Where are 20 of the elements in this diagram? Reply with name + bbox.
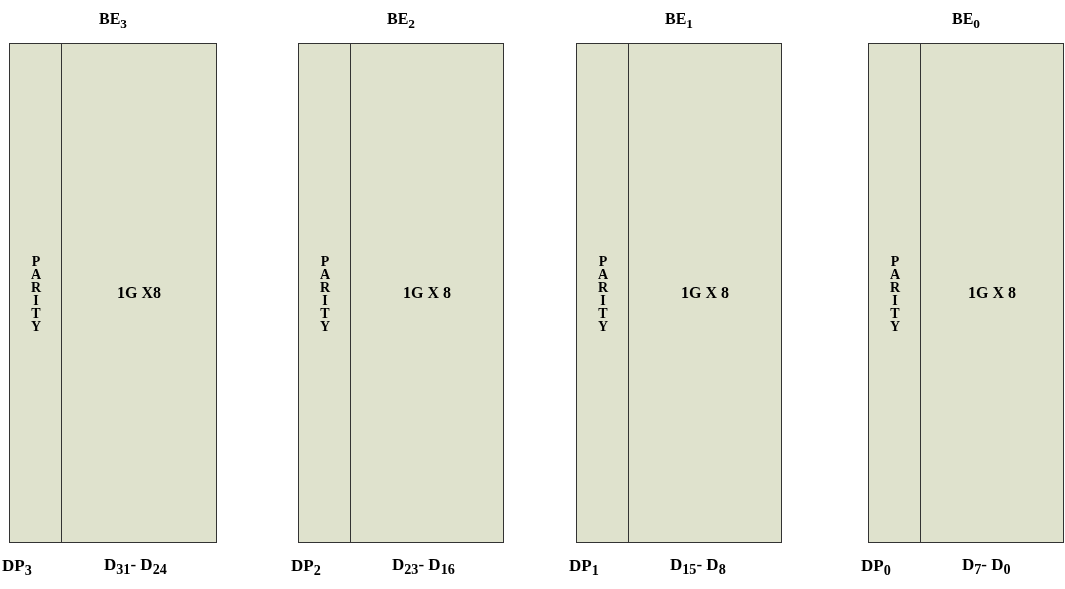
column-label: PARITY xyxy=(595,254,610,332)
bank-label: BE$_{2}$ xyxy=(386,10,416,33)
bus-label: D$_{31}$- D$_{24}$ xyxy=(104,555,167,579)
column-label: PARITY xyxy=(28,254,43,332)
bus-label: DP$_{0}$ xyxy=(861,556,891,580)
bank-label: BE$_{0}$ xyxy=(951,10,981,33)
column-label: 1G X 8 xyxy=(968,284,1016,302)
bank-label: BE$_{3}$ xyxy=(98,10,128,33)
bus-label: D$_{7}$- D$_{0}$ xyxy=(962,555,1011,579)
bank-label: BE$_{1}$ xyxy=(664,10,694,33)
column-label: 1G X8 xyxy=(117,284,161,302)
column-label: 1G X 8 xyxy=(681,284,729,302)
bus-label: D$_{23}$- D$_{16}$ xyxy=(392,555,455,579)
column-label: PARITY xyxy=(887,254,902,332)
bus-label: D$_{15}$- D$_{8}$ xyxy=(670,555,726,579)
bus-label: DP$_{2}$ xyxy=(291,556,321,580)
bus-label: DP$_{1}$ xyxy=(569,556,599,580)
column-label: 1G X 8 xyxy=(403,284,451,302)
bus-label: DP$_{3}$ xyxy=(2,556,32,580)
column-label: PARITY xyxy=(317,254,332,332)
